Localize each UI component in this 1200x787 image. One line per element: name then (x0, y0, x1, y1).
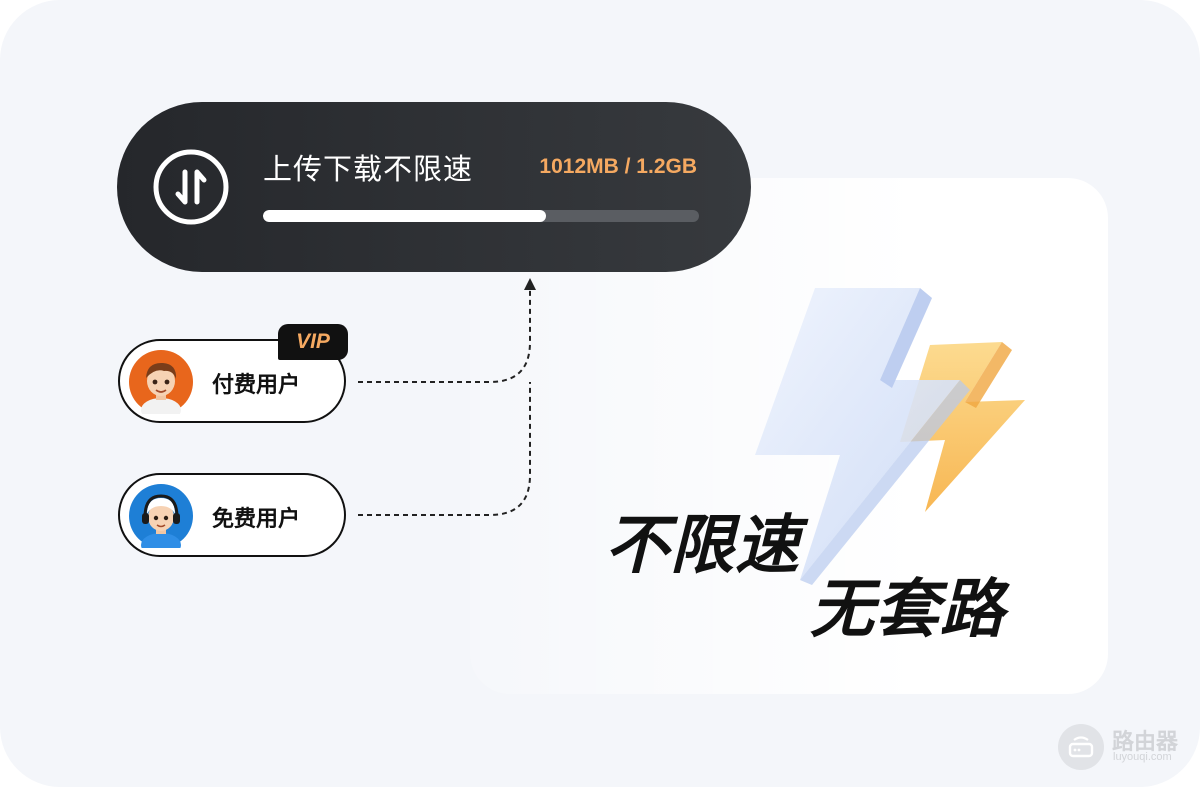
speed-title: 上传下载不限速 (263, 152, 474, 186)
watermark: 路由器 luyouqi.com (1058, 722, 1188, 772)
paid-user-label: 付费用户 (212, 373, 301, 398)
transfer-arrows-icon (153, 149, 229, 225)
transfer-amount: 1012MB / 1.2GB (539, 155, 697, 178)
free-user-label: 免费用户 (212, 507, 301, 532)
paid-user-pill: 付费用户 VIP (118, 324, 348, 423)
progress-bar-fill (263, 210, 547, 222)
lightning-bolts-icon (755, 288, 1025, 585)
router-logo-icon (1058, 724, 1104, 770)
free-user-pill: 免费用户 (118, 473, 346, 557)
watermark-url: luyouqi.com (1113, 751, 1172, 763)
slogan-line-1: 不限速 (605, 509, 800, 583)
boy-avatar-icon (129, 350, 193, 414)
watermark-name: 路由器 (1112, 730, 1179, 755)
vip-badge: VIP (278, 324, 348, 360)
speed-status-pill: 上传下载不限速 1012MB / 1.2GB (117, 102, 751, 272)
headphone-boy-avatar-icon (129, 484, 193, 548)
progress-bar (263, 210, 699, 222)
slogan-line-2: 无套路 (810, 573, 1005, 647)
